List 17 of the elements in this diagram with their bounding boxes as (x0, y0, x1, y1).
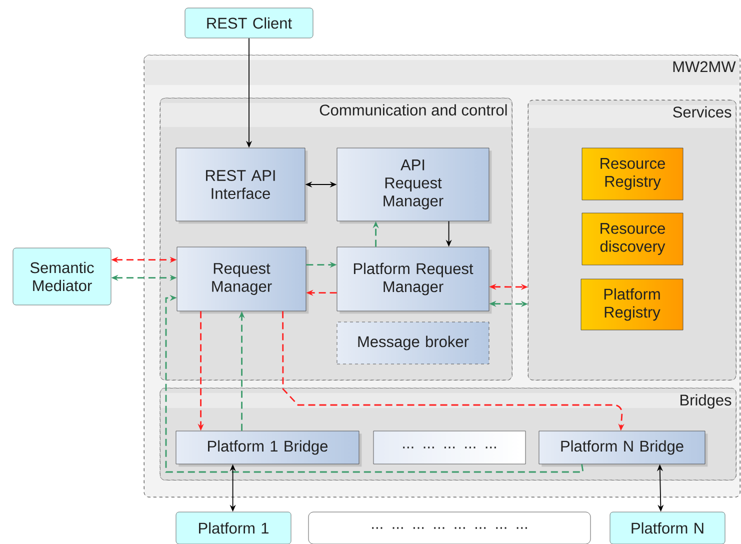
external-box: Platform N (610, 512, 726, 544)
component-box: REST API Interface (176, 148, 308, 224)
service-box: Platform Registry (580, 278, 684, 330)
external-box: REST Client (184, 8, 314, 38)
component-box: Platform N Bridge (538, 430, 708, 467)
external-box: Semantic Mediator (12, 248, 112, 306)
placeholder-box: ... ... ... ... ... (373, 430, 526, 464)
component-box: Platform 1 Bridge (176, 430, 362, 467)
service-box: Resource Registry (582, 148, 684, 200)
arrow (165, 294, 584, 473)
component-box: Platform Request Manager (336, 246, 492, 314)
external-box: Platform 1 (176, 512, 292, 544)
component-box: Message broker (336, 322, 490, 364)
service-box: Resource discovery (582, 212, 684, 266)
component-box: Request Manager (176, 246, 309, 314)
placeholder-box: ... ... ... ... ... ... ... ... (308, 512, 591, 544)
component-box: API Request Manager (336, 148, 492, 224)
